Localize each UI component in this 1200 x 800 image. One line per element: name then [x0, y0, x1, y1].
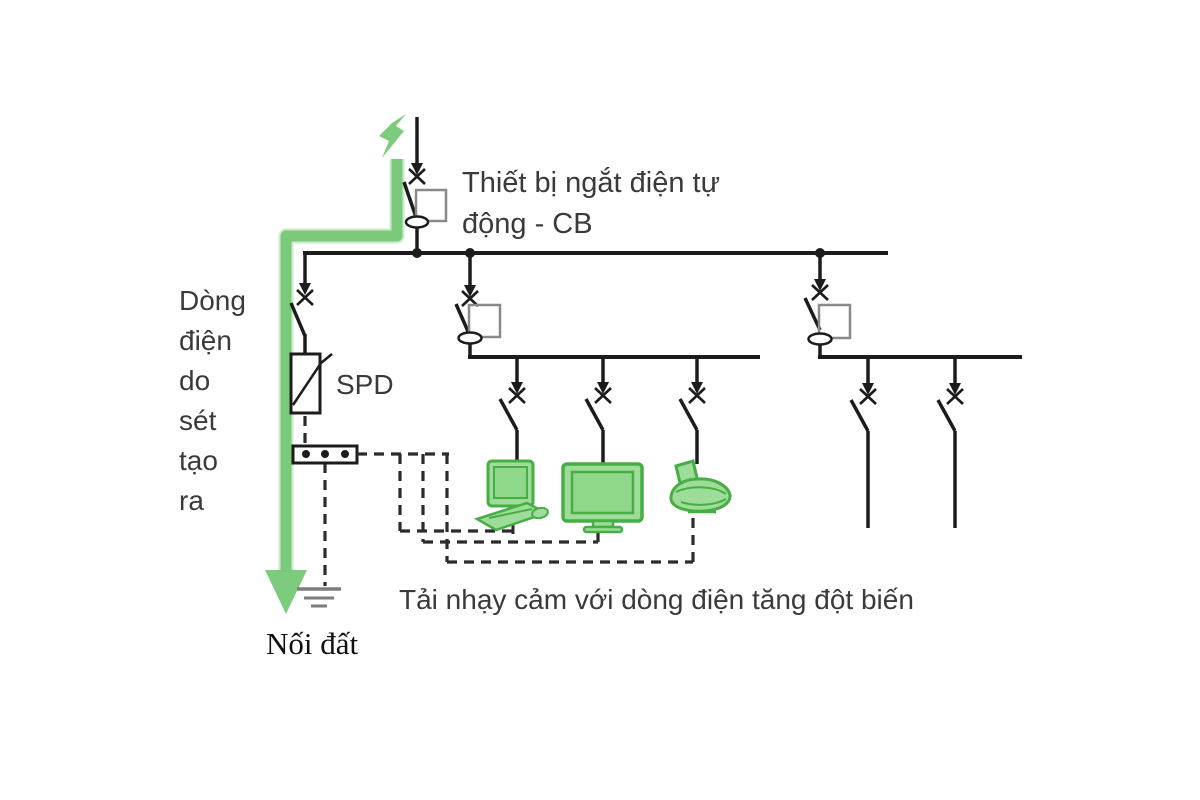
tv-base: [582, 525, 624, 534]
breaker-x-icon: [594, 387, 612, 404]
arrow-icon: [464, 285, 476, 297]
varistor-diagonal: [291, 353, 333, 406]
appliance-body: [669, 477, 732, 513]
load-breaker: [936, 355, 964, 528]
ground-icon: [297, 587, 341, 608]
main-circuit-breaker: [402, 117, 448, 254]
cb-trip-unit-icon: [817, 303, 852, 340]
breaker-x-icon: [946, 388, 964, 405]
surge-path-icon: [265, 159, 405, 614]
surge-arrowhead-icon: [265, 570, 307, 614]
breaker-x-icon: [296, 289, 314, 306]
bonding-bar-icon: [291, 444, 359, 465]
breaker-x-icon: [811, 284, 829, 301]
mouse-icon: [531, 506, 549, 520]
arrow-icon: [814, 279, 826, 291]
breaker-blade: [803, 297, 822, 331]
cb-toroid-icon: [404, 215, 430, 229]
breaker-blade: [289, 302, 307, 337]
label-earth: Nối đất: [266, 626, 359, 661]
cb-toroid-icon: [457, 331, 483, 345]
breaker-x-icon: [461, 290, 479, 307]
breaker-x-icon: [688, 387, 706, 404]
spd-branch: [289, 251, 333, 415]
load-breaker: [678, 355, 706, 464]
monitor-icon: [473, 459, 550, 532]
label-main-cb: Thiết bị ngắt điện tự động - CB: [462, 167, 721, 240]
load-breaker: [849, 355, 877, 528]
cb-trip-unit-icon: [414, 188, 448, 223]
breaker-x-icon: [508, 387, 526, 404]
breaker-x-icon: [408, 168, 426, 185]
loads-feeder-breaker: [454, 251, 502, 359]
cb-trip-unit-icon: [467, 303, 502, 339]
label-spd: SPD: [336, 369, 394, 400]
arrow-icon: [411, 163, 423, 175]
tv-icon: [561, 462, 644, 534]
label-surge-current: Dòng điện do sét tạo ra: [179, 285, 246, 516]
label-sensitive-loads: Tải nhạy cảm với dòng điện tăng đột biến: [399, 584, 914, 615]
spd-icon: [289, 352, 322, 415]
arrow-icon: [299, 283, 311, 295]
lightning-bolt-icon: [379, 114, 406, 158]
cb-toroid-icon: [807, 332, 833, 346]
appliance-icon: [669, 459, 732, 514]
breaker-blade: [454, 303, 472, 337]
load-breaker: [584, 355, 612, 466]
earth-conductor: [303, 416, 327, 586]
breaker-x-icon: [859, 388, 877, 405]
load-breaker: [498, 355, 526, 463]
equipotential-dashed-network: [357, 452, 695, 564]
right-feeder-breaker: [803, 251, 852, 359]
